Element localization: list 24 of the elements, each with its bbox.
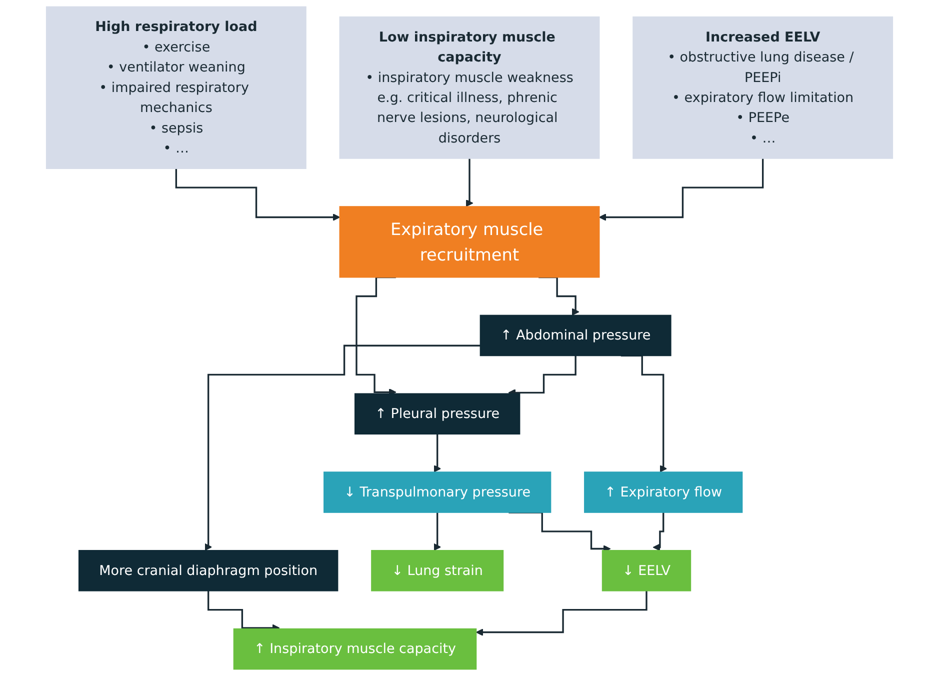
node-box: Increased EELV • obstructive lung disease / PEEPi • expiratory flow limitation • PEEPe • … <box>632 16 894 159</box>
node-box: ↑ Abdominal pressure <box>480 314 672 356</box>
arrow <box>508 354 576 396</box>
node-box: ↑ Expiratory flow <box>584 472 743 513</box>
arrow <box>204 344 480 551</box>
arrow <box>652 512 664 552</box>
arrow <box>175 168 340 221</box>
node-box: ↓ Lung strain <box>371 550 504 592</box>
node-box: ↓ Transpulmonary pressure <box>324 472 552 513</box>
node-box: More cranial diaphragm position <box>78 550 338 592</box>
arrow <box>434 433 442 472</box>
arrow <box>508 512 611 552</box>
node-box: Expiratory muscle recruitment <box>339 206 600 278</box>
arrow <box>434 512 442 551</box>
arrow <box>476 590 648 636</box>
node-box: Low inspiratory muscle capacity • inspiratory muscle weakness e.g. critical illness, phrenic nerve lesions, neurological disorders <box>339 16 600 159</box>
node-box: ↑ Pleural pressure <box>354 393 520 435</box>
arrow <box>466 158 474 207</box>
node-box: ↑ Inspiratory muscle capacity <box>233 628 477 670</box>
node-box: High respiratory load • exercise • ventilator weaning • impaired respiratory mechanics • sepsis • … <box>46 6 306 169</box>
arrow <box>538 276 580 316</box>
arrow <box>598 158 764 221</box>
node-box: ↓ EELV <box>602 550 692 592</box>
arrow <box>356 276 396 396</box>
